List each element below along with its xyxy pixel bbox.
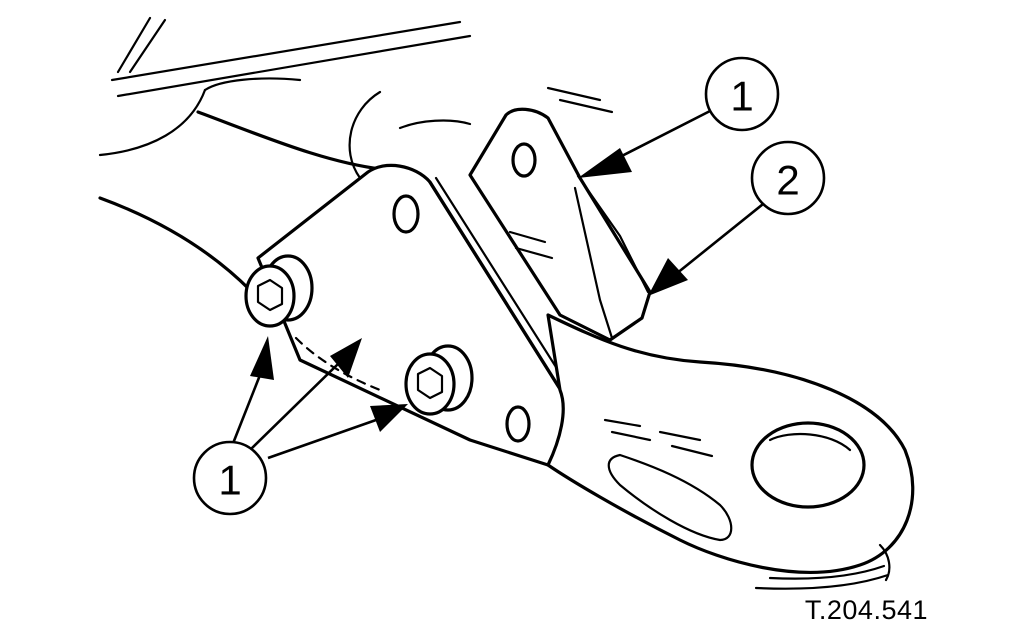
bolt-upper-left <box>244 254 314 328</box>
callout-2-label: 2 <box>776 157 799 204</box>
callout-arrows-lower <box>230 336 408 460</box>
callout-1-lower-label: 1 <box>218 457 241 504</box>
vehicle-body-outline <box>98 16 614 292</box>
figure-reference-code: T.204.541 <box>804 595 928 625</box>
callout-1-upper: 1 <box>704 56 780 132</box>
callout-1-upper-label: 1 <box>730 73 753 120</box>
hidden-bolt-path <box>294 336 382 392</box>
rear-bracket <box>468 107 652 342</box>
callout-1-lower: 1 <box>192 440 268 516</box>
callout-2: 2 <box>750 140 826 216</box>
callout-arrow-upper <box>578 108 713 178</box>
control-arm <box>546 313 915 590</box>
callout-arrow-second <box>648 198 769 296</box>
bolt-lower <box>404 344 474 416</box>
